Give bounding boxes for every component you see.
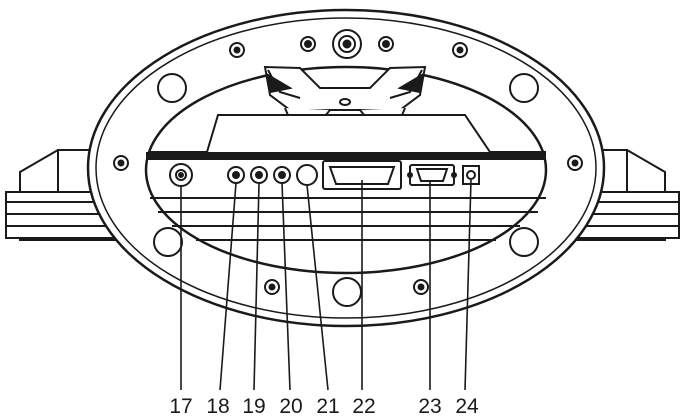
connector-19-jack	[250, 166, 268, 184]
connector-23-dsub-port	[407, 164, 457, 186]
pad-upper-right	[509, 73, 539, 103]
screw-bottom-left	[264, 279, 280, 295]
outer-ring-inner-edge	[95, 17, 597, 319]
pad-upper-left	[157, 73, 187, 103]
callout-label-23: 23	[418, 395, 441, 417]
callout-label-24: 24	[455, 395, 479, 417]
pad-lower-right	[509, 227, 539, 257]
callout-label-20: 20	[279, 395, 302, 417]
connectors	[169, 160, 480, 190]
screw-top-center-left	[300, 36, 316, 52]
pad-lower-left	[153, 227, 183, 257]
screw-mid-right	[567, 155, 583, 171]
leader-lines	[180, 179, 472, 391]
callout-label-18: 18	[206, 395, 229, 417]
callout-label-17: 17	[169, 395, 192, 417]
connector-17-power-jack	[169, 163, 193, 187]
ring-pads	[153, 73, 539, 307]
connector-21-round-port	[296, 164, 318, 186]
callout-label-22: 22	[352, 395, 375, 417]
connector-22-wide-port	[322, 160, 402, 190]
stand-mount-boss	[332, 29, 362, 59]
ring-screws	[113, 29, 583, 295]
connector-20-jack	[273, 166, 291, 184]
screw-bottom-right	[413, 279, 429, 295]
screw-top-left	[229, 42, 245, 58]
connector-18-jack	[227, 166, 245, 184]
callout-label-21: 21	[316, 395, 339, 417]
screw-top-right	[452, 42, 468, 58]
connector-panel	[146, 114, 546, 241]
screw-mid-left	[113, 155, 129, 171]
callout-label-19: 19	[242, 395, 265, 417]
callout-labels: 17 18 19 20 21 22 23 24	[169, 395, 479, 417]
screw-top-center-right	[378, 36, 394, 52]
pad-bottom-center	[332, 277, 362, 307]
